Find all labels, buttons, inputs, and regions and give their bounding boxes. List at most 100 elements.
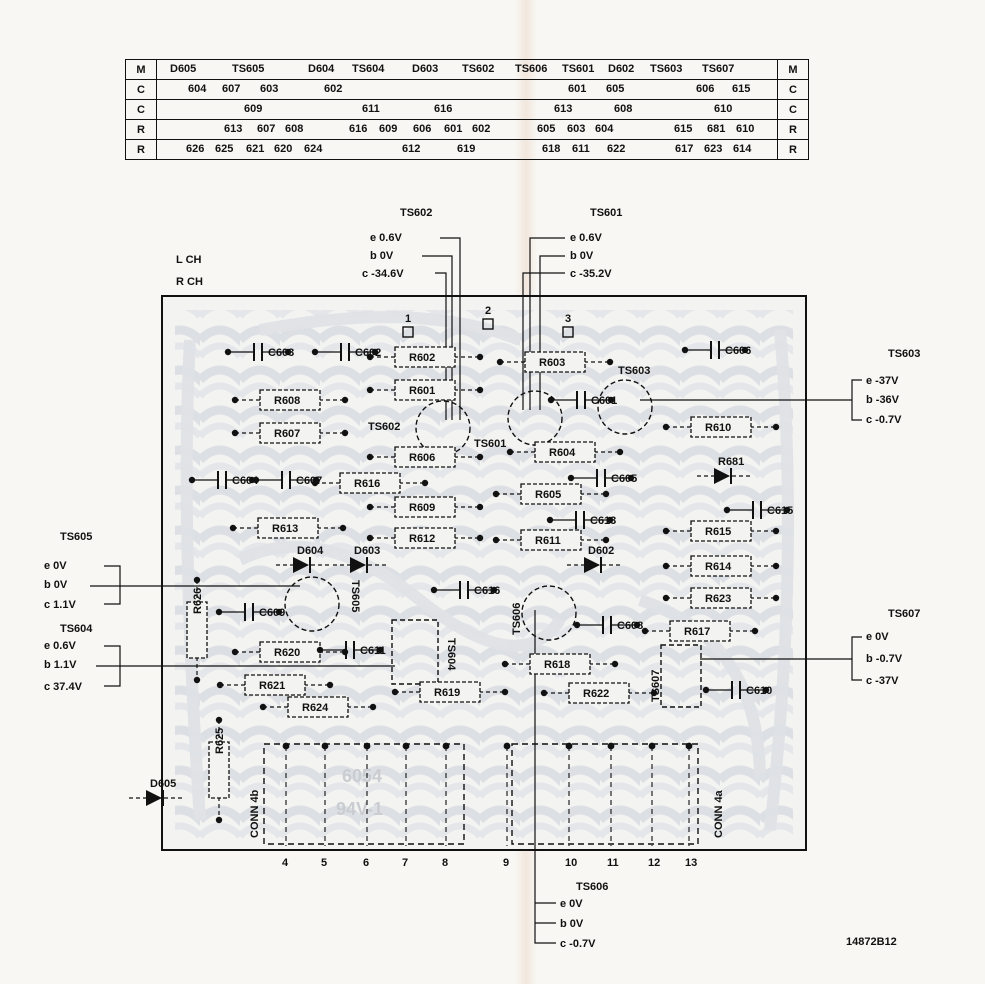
capacitor-label: C601 [591,395,617,407]
solder-pad [650,689,658,697]
resistor-body [394,446,456,468]
capacitor: C610 [702,681,772,699]
ts606-voltage-callout: TS606 e 0V b 0V c -0.7V [534,610,608,950]
resistor-label: R604 [549,447,576,459]
ts605-board-label: TS605 [349,580,361,612]
ts602-c: c -34.6V [362,268,404,280]
ts603-e: e -37V [866,375,899,387]
test-pad [562,326,574,338]
ref-designator: 616 [349,123,368,135]
test-pad-label: 2 [485,305,491,317]
solder-pad [662,423,670,431]
solder-pad [316,646,324,654]
ref-designator: D605 [170,63,197,75]
solder-pad [341,396,349,404]
capacitor-label: C615 [767,505,793,517]
solder-pad [501,660,509,668]
ts604-b: b 1.1V [44,659,77,671]
capacitor-label: C610 [746,685,772,697]
ref-designator: TS602 [462,63,495,75]
capacitor: C615 [723,501,793,519]
ref-designator: 602 [472,123,491,135]
ref-designator: 610 [736,123,755,135]
pin-pad [282,742,290,750]
ts601-e: e 0.6V [570,232,602,244]
resistor: R626 [186,576,208,684]
solder-pad [421,479,429,487]
diode-body [714,468,730,484]
capacitor-label: C605 [611,473,637,485]
ts607-e: e 0V [866,631,889,643]
resistor-label: R618 [544,659,570,671]
resistor-body [259,389,321,411]
solder-pad [326,681,334,689]
solder-pad [611,660,619,668]
test-pads: 123 [402,305,574,338]
diode-label: D602 [588,545,614,557]
ts602-title: TS602 [400,207,432,219]
pin-label: 7 [402,857,408,869]
solder-pad [215,816,223,824]
resistor-body [287,696,349,718]
ref-designator: 609 [379,123,398,135]
diode: D603 [333,545,388,573]
resistor-body [257,517,319,539]
conn4b-label: CONN 4b [249,789,261,838]
pin-pad [402,742,410,750]
resistor-label: R615 [705,526,731,538]
pin-label: 5 [321,857,327,869]
resistor-label: R602 [409,352,435,364]
resistor-label: R603 [539,357,565,369]
solder-pad [662,562,670,570]
solder-pad [284,348,292,356]
solder-pad [492,536,500,544]
resistor: R609 [366,496,484,518]
resistor: R610 [662,416,780,438]
capacitor-label: C613 [590,515,616,527]
ref-designator: 604 [188,83,207,95]
pin-pad [685,742,693,750]
solder-pad [224,348,232,356]
solder-pad [476,534,484,542]
solder-pad [616,448,624,456]
resistor: R615 [662,520,780,542]
solder-pad [606,516,614,524]
diode-body [146,790,162,806]
resistor-body [568,682,630,704]
row-key-right: R [777,139,809,160]
capacitor: C609 [215,603,285,621]
solder-pad [476,386,484,394]
resistor: R613 [229,517,347,539]
components: R602R601R608R607R606R616R609R613R612R620… [129,341,793,824]
resistor-body [208,741,230,799]
solder-pad [259,703,267,711]
ts605-e: e 0V [44,560,67,572]
capacitor: C603 [224,343,294,361]
resistor-label: R623 [705,593,731,605]
solder-pad [540,689,548,697]
diode-body [584,557,600,573]
resistor: R601 [366,379,484,401]
ref-designator: TS604 [352,63,385,75]
solder-pad [496,358,504,366]
ts605-c: c 1.1V [44,599,76,611]
resistor: R606 [366,446,484,468]
ts605-title: TS605 [60,531,92,543]
resistor: R617 [641,620,759,642]
resistor-label: R610 [705,422,731,434]
resistor-body [534,441,596,463]
capacitor-label: C611 [360,645,386,657]
resistor-label: R619 [434,687,460,699]
solder-pad [369,703,377,711]
diode: D602 [567,545,622,573]
resistor-body [690,416,752,438]
ts607-c: c -37V [866,675,899,687]
ts602-voltage-callout: TS602 e 0.6V b 0V c -34.6V [362,207,461,420]
solder-pad [188,476,196,484]
pin-label: 9 [503,857,509,869]
resistor-body [690,520,752,542]
